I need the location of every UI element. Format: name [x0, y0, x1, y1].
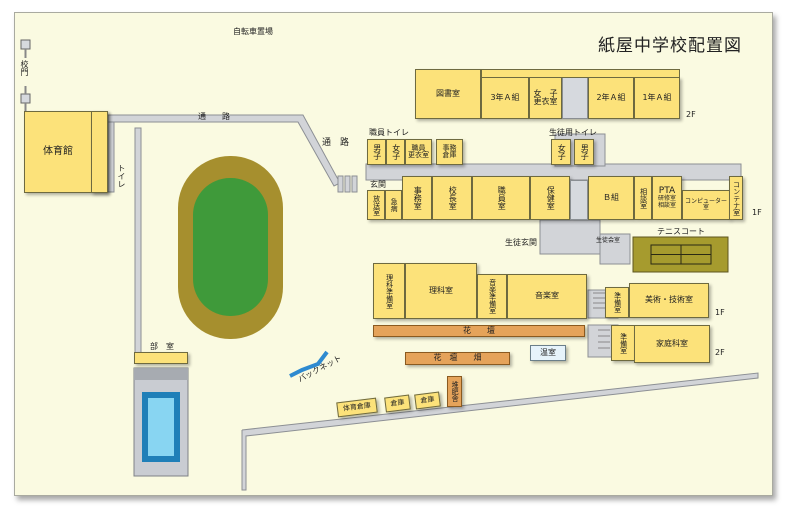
flower-field: 花 壇 畑 — [405, 352, 510, 365]
student-toilet-label: 生徒用トイレ — [549, 128, 597, 137]
girls-toilet: 女子 — [386, 139, 405, 165]
computer-room: コンピューター室 — [682, 190, 730, 220]
stairs-mid — [570, 180, 588, 220]
greenhouse: 温室 — [530, 345, 566, 361]
club-room — [134, 352, 188, 364]
class-b: Ｂ組 — [588, 176, 634, 220]
girls-dressing-room: 女 子 更衣室 — [529, 77, 562, 119]
bike-parking-label: 自転車置場 — [233, 27, 273, 36]
gym-annex — [91, 111, 108, 193]
office-storage: 事務 倉庫 — [436, 139, 463, 165]
container-room: コンテナ室 — [729, 176, 743, 220]
compost-shed: 堆肥舎 — [447, 376, 462, 407]
floor-2f-home: 2F — [715, 348, 725, 357]
class-3a: 3年Ａ組 — [481, 77, 529, 119]
health-room: 保健室 — [530, 176, 570, 220]
stairs-top — [562, 77, 588, 119]
home-economics-room: 家庭科室 — [634, 325, 710, 363]
staff-toilet-label: 職員トイレ — [369, 128, 409, 137]
floor-2f-top: 2F — [686, 110, 696, 119]
floor-1f-right: 1F — [752, 208, 762, 217]
prep-room-arts: 準備室 — [605, 287, 629, 318]
backnet-line — [289, 350, 329, 378]
student-entrance-label: 生徒玄関 — [505, 238, 537, 247]
floor-1f-arts: 1F — [715, 308, 725, 317]
path-diag-label: 通 路 — [322, 138, 350, 148]
library-room: 図書室 — [415, 69, 481, 119]
class-2a: 2年Ａ組 — [588, 77, 634, 119]
science-prep-room: 理科準備室 — [373, 263, 405, 319]
map-title: 紙屋中学校配置図 — [598, 36, 742, 56]
flowerbed: 花 壇 — [373, 325, 585, 337]
music-prep-room: 音楽準備室 — [477, 274, 507, 319]
girls-toilet-2: 女子 — [551, 139, 571, 165]
emergency-room: 急病 — [385, 190, 402, 220]
office-room: 事務室 — [402, 176, 432, 220]
club-room-label: 部 室 — [150, 342, 174, 351]
field — [193, 178, 268, 316]
gate-label: 校門 — [20, 60, 29, 76]
staff-dressing-room: 職員 更衣室 — [405, 139, 432, 165]
entrance-label: 玄関 — [370, 180, 386, 189]
broadcast-room: 放送室 — [367, 190, 385, 220]
student-lounge-label: 生徒会室 — [596, 237, 621, 244]
toilet-vertical-label: トイレ — [117, 164, 126, 188]
boys-toilet-2: 男子 — [574, 139, 594, 165]
music-room: 音楽室 — [507, 274, 587, 319]
gate-post-bottom — [20, 93, 31, 104]
science-room: 理科室 — [405, 263, 477, 319]
path-top-label: 通 路 — [198, 112, 230, 121]
top-corridor — [481, 69, 680, 78]
gate-post-top — [20, 39, 31, 50]
arts-tech-room: 美術・技術室 — [629, 283, 709, 318]
class-1a: 1年Ａ組 — [634, 77, 680, 119]
storage-1: 倉庫 — [384, 394, 411, 413]
prep-room-home: 準備室 — [611, 325, 635, 361]
staff-room: 職員室 — [472, 176, 530, 220]
tennis-label: テニスコート — [657, 227, 705, 236]
counsel-room: 相談室 — [634, 176, 652, 220]
principal-room: 校長室 — [432, 176, 472, 220]
storage-2: 倉庫 — [414, 391, 441, 410]
boys-toilet: 男子 — [367, 139, 386, 165]
